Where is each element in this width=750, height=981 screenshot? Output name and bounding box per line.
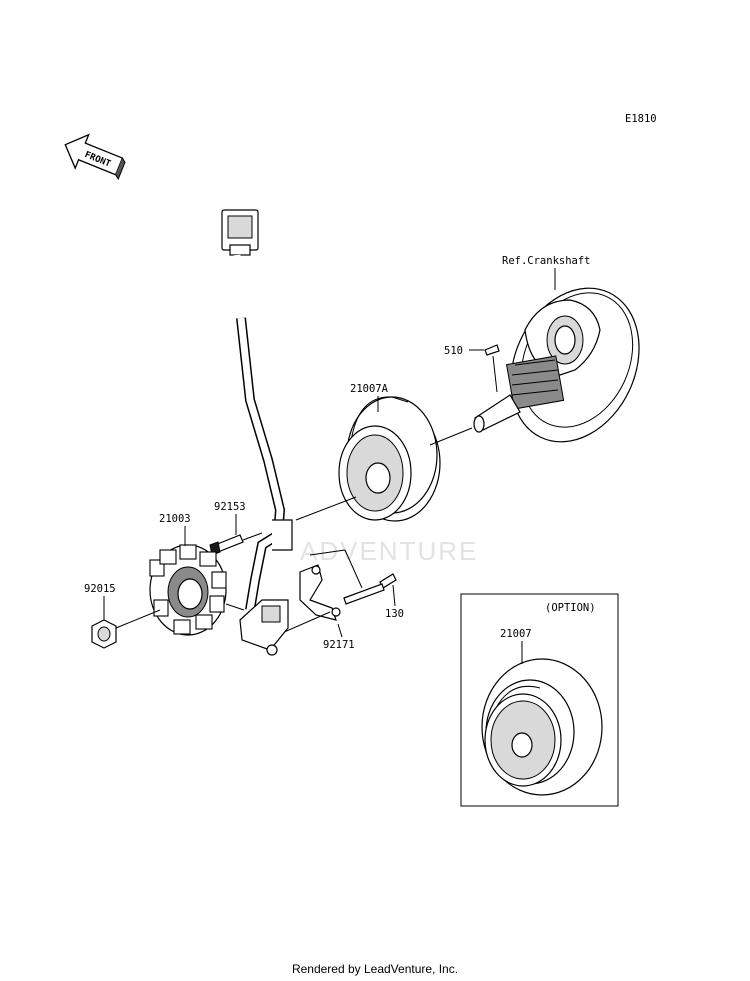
- woodruff-key: 510: [444, 344, 500, 393]
- option-box: [460, 593, 619, 807]
- pickup-coil: [239, 599, 289, 656]
- option-label: (OPTION): [545, 602, 596, 614]
- bolt-130: 130: [343, 573, 404, 620]
- bolt-92153: 92153: [209, 501, 263, 556]
- flywheel-21007A: 21007A: [295, 383, 473, 522]
- stator-21003: 21003: [149, 513, 245, 636]
- part-label-92171: 92171: [323, 639, 355, 651]
- part-label-21007: 21007: [500, 628, 532, 640]
- part-label-21003: 21003: [159, 513, 191, 525]
- part-label-92153: 92153: [214, 501, 246, 513]
- front-arrow-icon: FRONT: [64, 133, 126, 181]
- part-label-510: 510: [444, 345, 463, 357]
- nut-92015: 92015: [84, 583, 161, 649]
- flywheel-21007: 21007: [481, 628, 603, 796]
- part-label-21007A: 21007A: [350, 383, 389, 395]
- part-label-130: 130: [385, 608, 404, 620]
- crankshaft: Ref.Crankshaft: [473, 255, 640, 443]
- harness: [221, 209, 293, 611]
- part-label-92015: 92015: [84, 583, 116, 595]
- diagram-code: E1810: [625, 113, 657, 125]
- reference-label: Ref.Crankshaft: [502, 255, 591, 267]
- watermark-text: ADVENTURE: [300, 536, 478, 566]
- footer-credit: Rendered by LeadVenture, Inc.: [291, 962, 459, 976]
